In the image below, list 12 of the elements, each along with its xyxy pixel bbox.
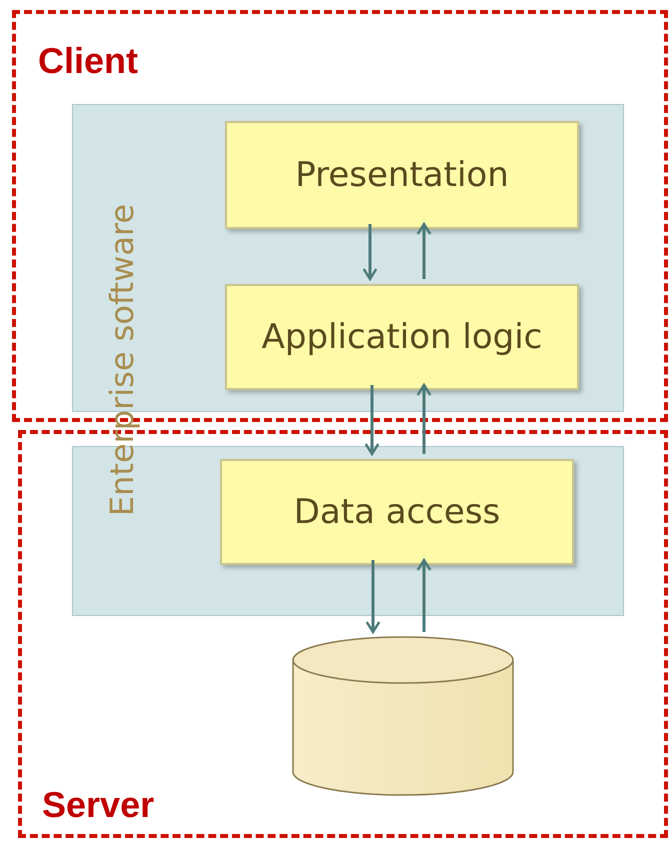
vertical-label: Enterprise software (103, 204, 142, 516)
layer-box: Data access (220, 459, 574, 565)
layer-box: Presentation (225, 121, 579, 229)
database-cylinder (292, 636, 514, 796)
arrow (362, 224, 378, 280)
arrow (416, 384, 432, 454)
arrow (416, 222, 432, 279)
arrow (366, 560, 380, 634)
region-title: Client (38, 40, 138, 82)
region-title: Server (42, 784, 154, 826)
arrow (364, 385, 380, 456)
layer-box: Application logic (225, 284, 579, 390)
